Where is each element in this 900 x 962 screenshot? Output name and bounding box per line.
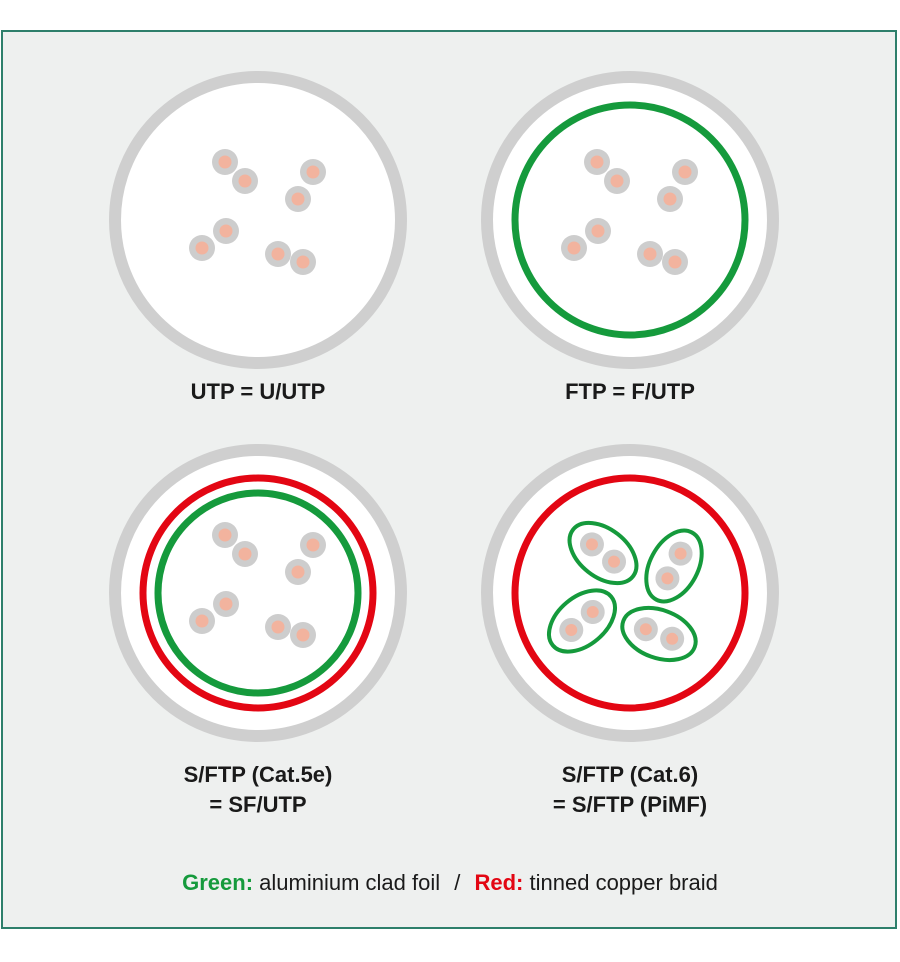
cable-label-utp: UTP = U/UTP [68,377,448,407]
wire-core [591,224,605,238]
shielded-pair [567,520,639,586]
wire-core [661,572,674,585]
wire-core [567,241,581,255]
wire-core [218,528,232,542]
wire-core [296,628,310,642]
wire-pairs [189,149,326,275]
wire-core [608,555,621,568]
label-line: UTP = U/UTP [190,379,326,404]
shielded-pair [620,605,698,663]
wire-core [219,224,233,238]
copper-braid-shield [139,474,377,712]
aluminium-foil-shield [511,101,749,339]
legend-separator: / [454,870,461,895]
label-line: S/FTP (Cat.6) [561,762,699,787]
legend-red-label: Red: [474,870,524,895]
wire-core [674,547,687,560]
wire-core [678,165,692,179]
cable-utp [109,71,407,369]
cable-jacket [481,71,779,369]
wire-core [565,623,578,636]
wire-core [271,247,285,261]
wire-core [663,192,677,206]
legend: Green: aluminium clad foil / Red: tinned… [0,870,900,896]
wire-core [271,620,285,634]
wire-core [590,155,604,169]
label-line: = SF/UTP [209,792,307,817]
cable-label-sftp-cat6: S/FTP (Cat.6) = S/FTP (PiMF) [440,760,820,820]
wire-core [195,614,209,628]
wire-core [586,606,599,619]
cable-jacket [481,444,779,742]
aluminium-foil-shield [154,489,362,697]
shielded-pair [547,588,617,654]
wire-core [296,255,310,269]
cable-jacket [109,71,407,369]
label-line: FTP = F/UTP [565,379,695,404]
wire-core [238,547,252,561]
wire-core [610,174,624,188]
label-line: S/FTP (Cat.5e) [183,762,333,787]
wire-core [195,241,209,255]
wire-core [291,565,305,579]
wire-core [306,538,320,552]
cable-label-sftp-cat5e: S/FTP (Cat.5e) = SF/UTP [68,760,448,820]
wire-core [238,174,252,188]
wire-core [218,155,232,169]
wire-pairs [561,149,698,275]
legend-green-label: Green: [182,870,254,895]
wire-core [639,623,652,636]
wire-core [668,255,682,269]
legend-red-text: tinned copper braid [529,870,718,895]
wire-core [585,538,598,551]
wire-core [306,165,320,179]
cable-sftp-cat6 [481,444,779,742]
cable-label-ftp: FTP = F/UTP [440,377,820,407]
label-line: = S/FTP (PiMF) [552,792,708,817]
wire-pairs [189,522,326,648]
legend-green-text: aluminium clad foil [259,870,441,895]
wire-core [643,247,657,261]
shielded-pair [644,528,704,604]
cable-sftp-cat5e [109,444,407,742]
cable-ftp [481,71,779,369]
copper-braid-shield [511,474,749,712]
wire-core [291,192,305,206]
wire-core [666,632,679,645]
wire-core [219,597,233,611]
